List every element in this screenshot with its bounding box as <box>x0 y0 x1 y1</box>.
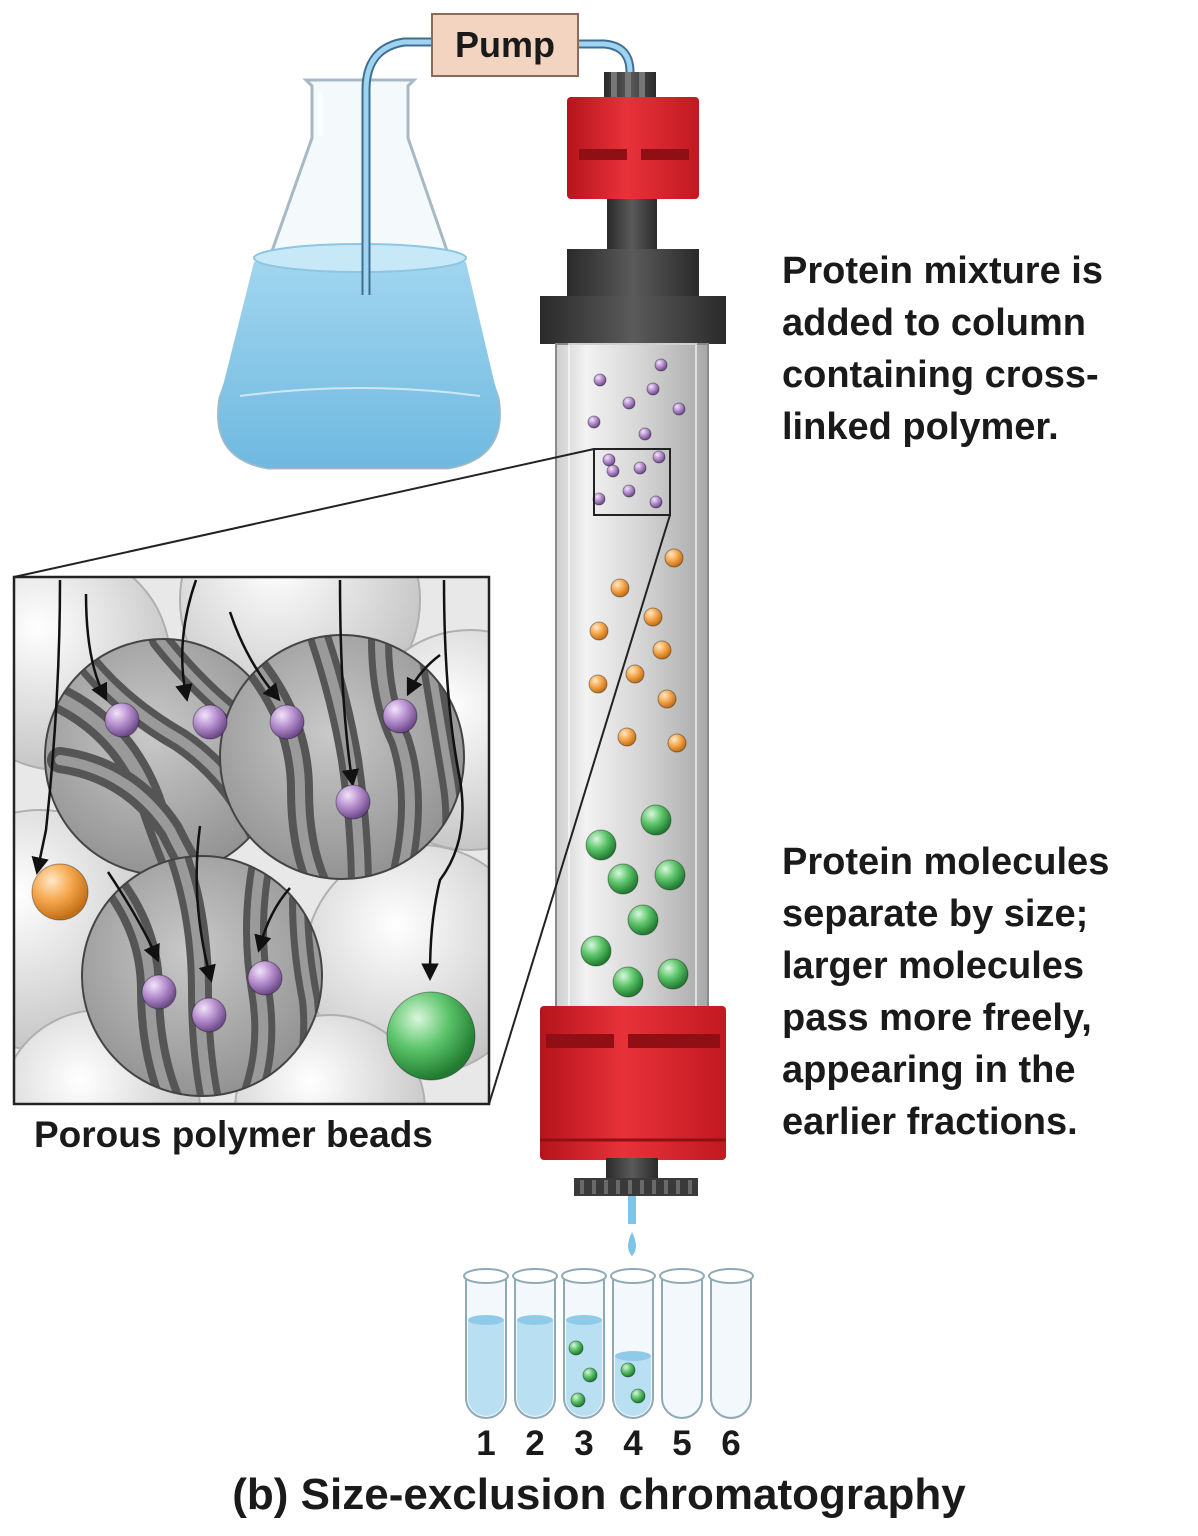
large-protein <box>630 1388 646 1404</box>
small-protein <box>593 373 607 387</box>
description-line: larger molecules <box>782 945 1085 987</box>
large-protein <box>627 904 659 936</box>
chromatography-column <box>540 72 726 1256</box>
large-protein <box>654 859 686 891</box>
large-protein <box>585 829 617 861</box>
large-protein <box>620 1362 636 1378</box>
large-protein <box>657 958 689 990</box>
description-line: Protein mixture is <box>782 250 1103 292</box>
tube-number: 6 <box>721 1424 741 1463</box>
description-line: separate by size; <box>782 893 1089 935</box>
medium-protein <box>588 674 608 694</box>
small-protein <box>602 453 616 467</box>
small-protein <box>622 396 636 410</box>
large-protein <box>568 1340 584 1356</box>
collection-tube <box>659 1268 705 1419</box>
zoom-window <box>593 448 671 516</box>
bottom-cap <box>540 1006 726 1160</box>
top-cap <box>567 97 699 199</box>
medium-protein <box>589 621 609 641</box>
flow-arrow <box>31 579 62 875</box>
description-line: linked polymer. <box>782 406 1059 448</box>
collection-tube <box>463 1268 509 1419</box>
erlenmeyer-flask <box>217 78 501 470</box>
eluate-drop <box>628 1232 636 1256</box>
small-protein <box>587 415 601 429</box>
small-protein <box>606 464 620 478</box>
column-proteins <box>580 358 689 998</box>
small-protein <box>638 427 652 441</box>
small-protein <box>269 704 305 740</box>
medium-protein <box>657 689 677 709</box>
tube-number: 2 <box>525 1424 545 1463</box>
small-protein <box>335 784 371 820</box>
inset-caption: Porous polymer beads <box>34 1114 433 1155</box>
medium-protein <box>617 727 637 747</box>
tube-number: 5 <box>672 1424 692 1463</box>
large-protein <box>640 804 672 836</box>
large-protein <box>607 863 639 895</box>
description-line: Protein molecules <box>782 841 1110 883</box>
small-protein <box>654 358 668 372</box>
medium-protein <box>652 640 672 660</box>
description-line: containing cross- <box>782 354 1099 396</box>
small-protein <box>646 382 660 396</box>
large-protein <box>386 991 476 1081</box>
large-protein <box>612 966 644 998</box>
small-protein <box>104 702 140 738</box>
pump-box <box>431 13 579 77</box>
separation-description: Protein molecules separate by size; larg… <box>782 836 1109 1148</box>
description-line: earlier fractions. <box>782 1101 1078 1143</box>
collection-tube <box>708 1268 754 1419</box>
medium-protein <box>625 664 645 684</box>
small-protein <box>672 402 686 416</box>
tube-number: 3 <box>574 1424 594 1463</box>
pump-label: Pump <box>454 24 555 65</box>
small-protein <box>191 997 227 1033</box>
medium-protein <box>667 733 687 753</box>
column-loading-description: Protein mixture is added to column conta… <box>782 245 1103 453</box>
large-protein <box>580 935 612 967</box>
figure-caption: (b) Size-exclusion chromatography <box>232 1470 966 1519</box>
medium-protein <box>664 548 684 568</box>
description-line: pass more freely, <box>782 997 1092 1039</box>
tube-number: 1 <box>476 1424 496 1463</box>
pump-tubing <box>361 37 635 295</box>
medium-protein <box>610 578 630 598</box>
small-protein <box>247 960 283 996</box>
small-protein <box>633 461 647 475</box>
small-protein <box>622 484 636 498</box>
collection-tubes <box>463 1268 754 1419</box>
tube-number: 4 <box>623 1424 643 1463</box>
large-protein <box>582 1367 598 1383</box>
description-line: added to column <box>782 302 1086 344</box>
small-protein <box>382 698 418 734</box>
small-protein <box>192 704 228 740</box>
porous-beads-inset <box>12 575 491 1106</box>
small-protein <box>141 974 177 1010</box>
medium-protein <box>31 863 89 921</box>
small-protein <box>652 450 666 464</box>
large-protein <box>570 1392 586 1408</box>
collection-tube <box>512 1268 558 1419</box>
medium-protein <box>643 607 663 627</box>
description-line: appearing in the <box>782 1049 1076 1091</box>
small-protein <box>649 495 663 509</box>
